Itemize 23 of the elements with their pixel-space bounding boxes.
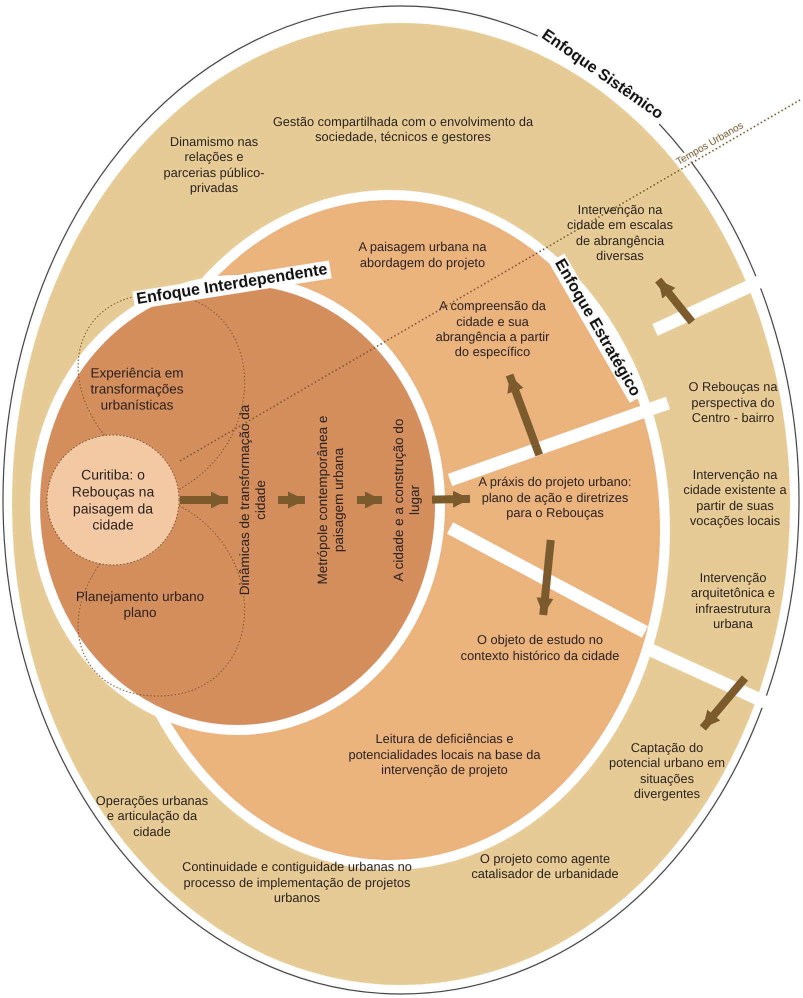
ring-text: O objeto de estudo no contexto histórico da cidade [460,615,620,680]
ring-text: Captação do potencial urbano em situações divergentes [608,728,726,813]
ring-text: A práxis do projeto urbano: plano de ação e diretrizes para o Rebouças [470,455,640,540]
ring-text: O projeto como agente catalisador de urbanidade [466,835,624,897]
node-text: Experiência em transformações urbanísticas [89,366,185,414]
ring-text: Intervenção na cidade existente a partir de suas vocações locais [674,455,796,540]
arrow [700,675,748,731]
ring-text: O Rebouças na perspectiva do Centro - bairro [672,370,794,435]
rotated-text: Dinâmicas de transformação da cidade [236,404,269,598]
ring-text: Leitura de deficiências e potencialidades locais na base da intervenção de projeto [342,712,547,797]
dotted-line [180,99,800,462]
arrow [655,277,696,325]
arrow [432,490,470,508]
ring-text: Dinamismo nas relações e parcerias público-privadas [160,122,268,207]
ring-text: Intervenção arquitetônica e infraestrutura urbana [674,558,792,643]
ring-text: Gestão compartilhada com o envolvimento da sociedade, técnicos e gestores [268,98,538,160]
rotated-text: A cidade e a construção do lugar [390,418,423,584]
arrow [536,540,555,616]
arrow [357,492,382,508]
node-text: Planejamento urbano plano [74,588,206,622]
arrow [506,374,543,456]
arrow [278,492,305,508]
node-text: Curitiba: o Rebouças na paisagem da cidade [70,466,156,534]
